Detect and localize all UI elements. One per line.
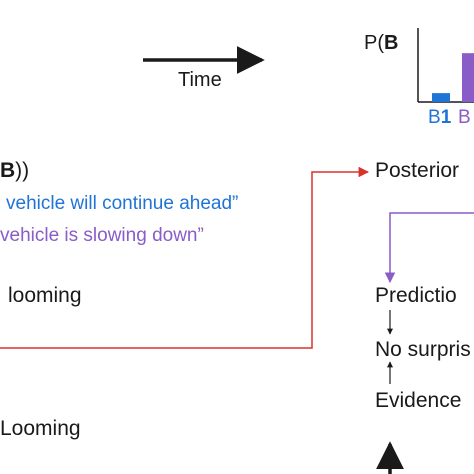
posterior-label-text: Posterior <box>375 159 460 182</box>
posterior-label: Posterior <box>375 160 459 181</box>
chart-title-prefix: P( <box>364 32 384 54</box>
hypothesis-slowing-down-text: vehicle is slowing down” <box>0 225 204 246</box>
hypothesis-continue-ahead-text: vehicle will continue ahead” <box>6 193 239 214</box>
prediction-label: Predictio <box>375 285 457 306</box>
bar-label-b2-letter: B <box>458 107 471 128</box>
prediction-label-text: Predictio <box>375 284 457 307</box>
bar-b1 <box>432 93 450 102</box>
hypothesis-slowing-down: vehicle is slowing down” <box>0 226 204 245</box>
bar-label-b1-letter: B <box>428 107 441 128</box>
belief-header-var: B <box>0 159 16 182</box>
posterior-to-prediction-connector <box>384 212 474 284</box>
belief-header: B)) <box>0 160 29 181</box>
time-label-text: Time <box>178 69 222 91</box>
looming-evidence-label-text: Looming <box>0 417 81 440</box>
belief-header-suffix: )) <box>15 159 30 182</box>
time-label: Time <box>178 70 222 90</box>
chart-title: P(B <box>364 33 398 53</box>
no-surprise-label: No surpris <box>375 339 471 360</box>
chart-title-var: B <box>384 32 399 54</box>
bar-b2 <box>462 53 474 102</box>
looming-label-text: looming <box>8 284 82 307</box>
bar-label-b1-number: 1 <box>440 107 452 128</box>
hypothesis-continue-ahead: vehicle will continue ahead” <box>6 194 238 213</box>
looming-evidence-label: Looming <box>0 418 81 439</box>
bar-label-b2: B <box>458 108 471 127</box>
looming-label: looming <box>8 285 82 306</box>
evidence-label: Evidence <box>375 390 461 411</box>
no-surprise-label-text: No surpris <box>375 338 471 361</box>
bar-label-b1: B1 <box>428 108 451 127</box>
evidence-label-text: Evidence <box>375 389 462 412</box>
looming-to-posterior-connector <box>0 166 370 349</box>
